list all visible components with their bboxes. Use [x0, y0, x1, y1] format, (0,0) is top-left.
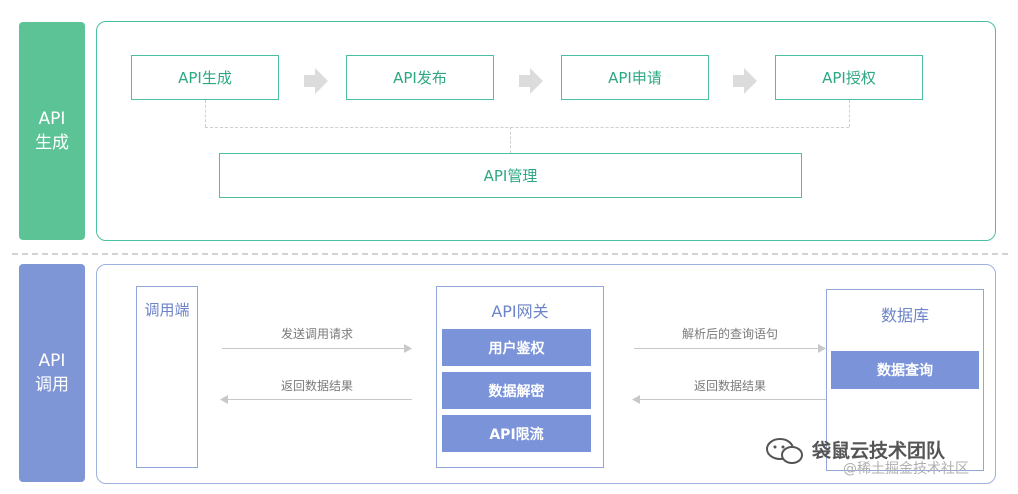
flow-line	[640, 399, 826, 400]
watermark-source: @稀土掘金技术社区	[843, 461, 969, 477]
function-api-rate-limit: API限流	[442, 415, 591, 452]
connector-line	[205, 127, 849, 128]
step-api-apply: API申请	[561, 55, 709, 100]
right-arrow-icon	[304, 68, 328, 94]
section-divider	[12, 253, 1008, 255]
right-arrow-icon	[519, 68, 543, 94]
client-box: 调用端	[136, 286, 198, 468]
generation-panel	[96, 21, 996, 241]
api-management-box: API管理	[219, 153, 802, 198]
flow-line	[228, 399, 412, 400]
section-label-api-invocation: API 调用	[19, 264, 85, 482]
database-title: 数据库	[880, 306, 929, 325]
client-title: 调用端	[144, 301, 190, 319]
connector-line	[849, 100, 850, 127]
step-api-generate: API生成	[131, 55, 279, 100]
flow-label-return-data: 返回数据结果	[280, 379, 353, 393]
flow-line	[634, 348, 820, 349]
section-label-api-generation: API 生成	[19, 22, 85, 240]
step-api-authorize: API授权	[775, 55, 923, 100]
arrowhead-right-icon	[818, 344, 826, 353]
wechat-icon	[766, 438, 803, 464]
right-arrow-icon	[733, 68, 757, 94]
function-data-query: 数据查询	[831, 351, 979, 389]
watermark-account: 袋鼠云技术团队	[812, 440, 946, 462]
arrowhead-right-icon	[404, 344, 412, 353]
api-gateway-title: API网关	[491, 302, 549, 321]
flow-label-return-data: 返回数据结果	[693, 379, 766, 393]
function-user-auth: 用户鉴权	[442, 329, 591, 366]
step-api-publish: API发布	[346, 55, 494, 100]
flow-line	[222, 348, 406, 349]
flow-label-parsed-query: 解析后的查询语句	[681, 327, 778, 341]
function-data-decrypt: 数据解密	[442, 372, 591, 409]
connector-line	[510, 127, 511, 153]
arrowhead-left-icon	[632, 395, 640, 404]
invocation-panel	[96, 264, 996, 484]
flow-label-send-request: 发送调用请求	[280, 327, 353, 341]
connector-line	[205, 100, 206, 127]
arrowhead-left-icon	[220, 395, 228, 404]
